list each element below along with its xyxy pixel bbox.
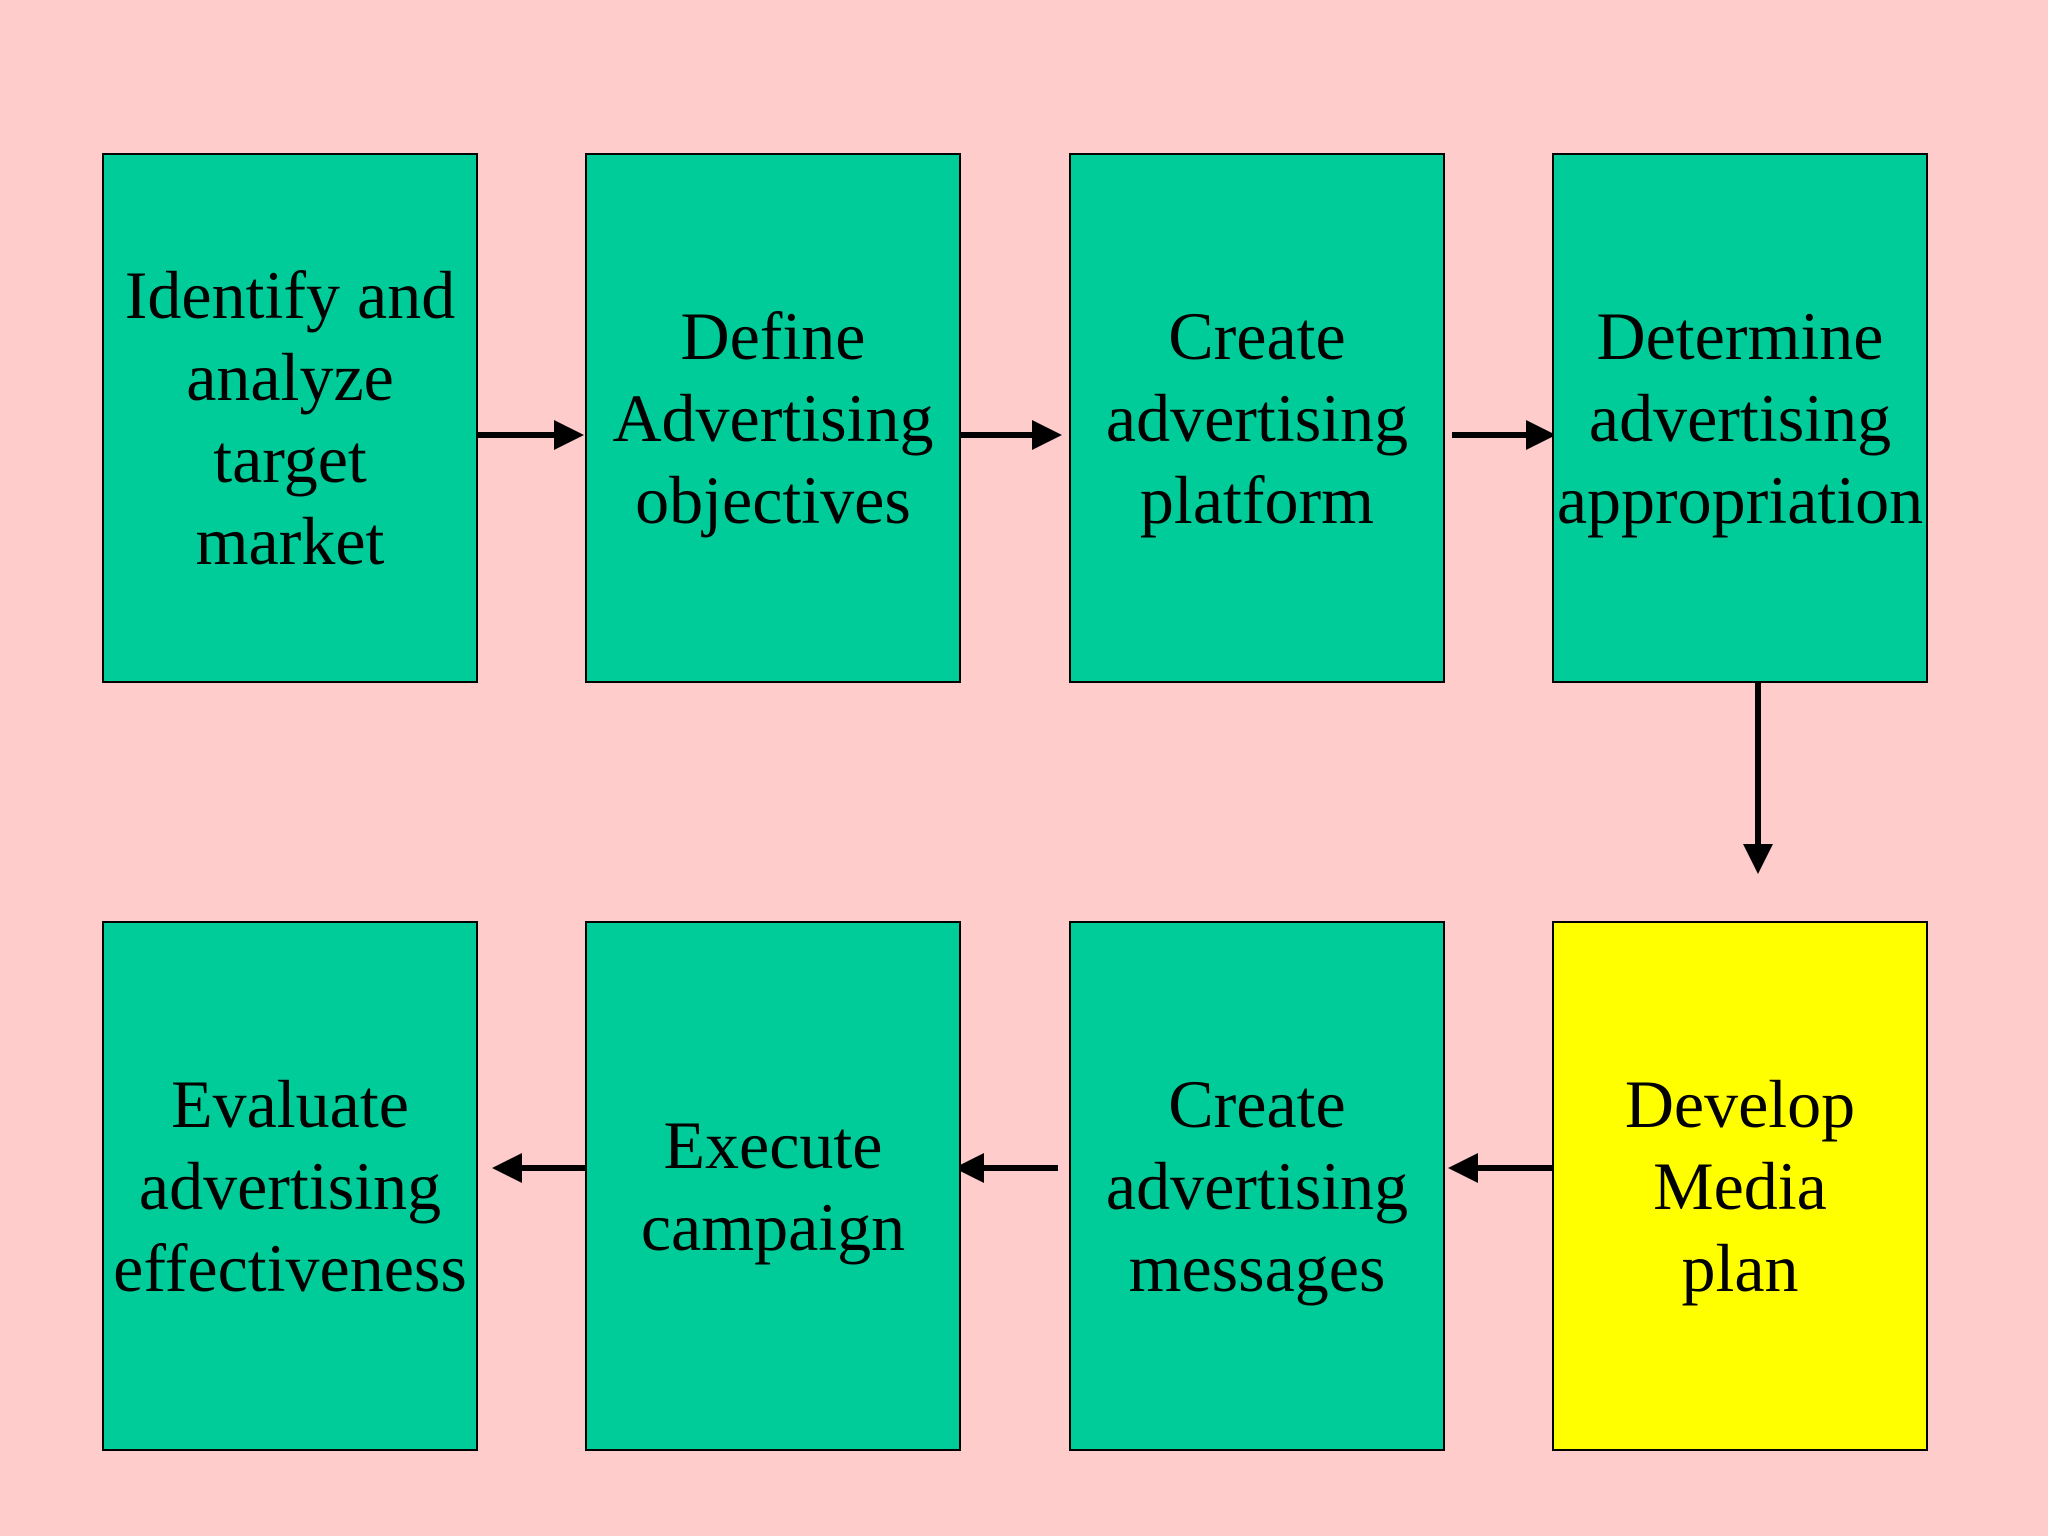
step-box-create-messages: Create advertising messages — [1069, 921, 1445, 1451]
step-label: Develop Media plan — [1624, 1066, 1856, 1306]
step-box-create-platform: Create advertising platform — [1069, 153, 1445, 683]
step-label: Identify and analyze target market — [124, 257, 456, 579]
step-box-execute-campaign: Execute campaign — [585, 921, 961, 1451]
step-label: Create advertising platform — [1105, 298, 1409, 538]
step-box-identify-target-market: Identify and analyze target market — [102, 153, 478, 683]
step-box-develop-media-plan: Develop Media plan — [1552, 921, 1928, 1451]
step-box-determine-appropriation: Determine advertising appropriation — [1552, 153, 1928, 683]
step-label: Execute campaign — [640, 1107, 906, 1265]
step-box-define-objectives: Define Advertising objectives — [585, 153, 961, 683]
step-label: Create advertising messages — [1105, 1066, 1409, 1306]
step-box-evaluate-effectiveness: Evaluate advertising effectiveness — [102, 921, 478, 1451]
step-label: Define Advertising objectives — [612, 298, 934, 538]
step-label: Determine advertising appropriation — [1556, 298, 1924, 538]
step-label: Evaluate advertising effectiveness — [113, 1066, 467, 1306]
